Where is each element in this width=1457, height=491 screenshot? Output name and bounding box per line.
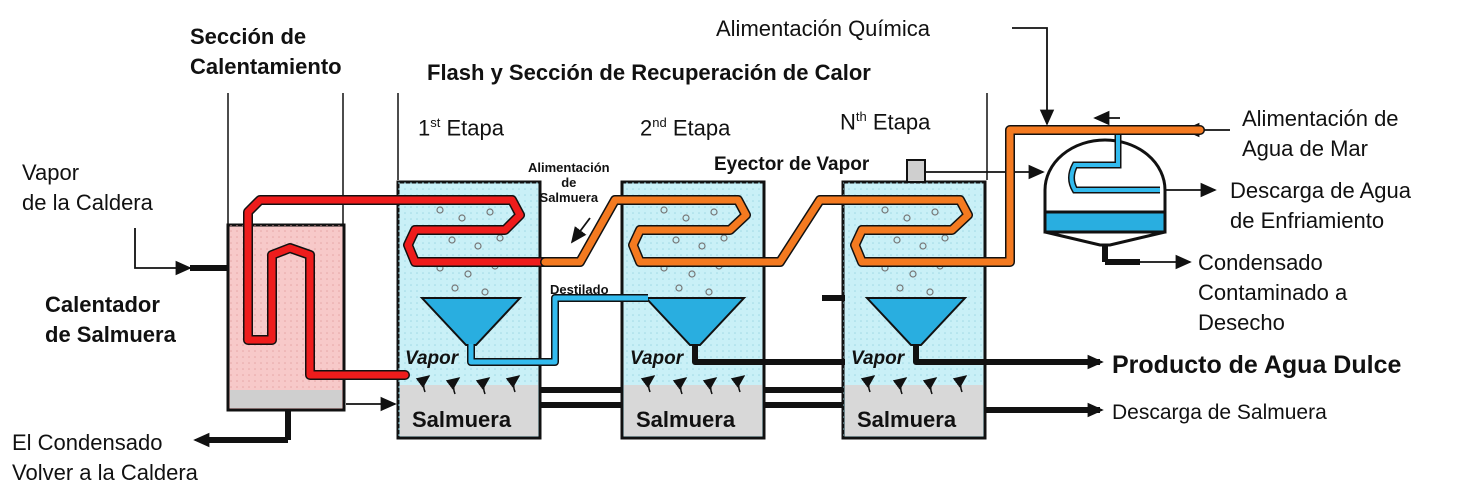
brine-heating-pipe	[243, 195, 550, 380]
distillate-pipes	[467, 294, 1100, 366]
stage-vessel-1	[396, 180, 542, 440]
vapor-arrows	[415, 375, 968, 395]
vapor-label-2: Vapor	[630, 348, 684, 369]
stage-n-label: Nth Etapa	[840, 109, 931, 135]
vapor-label-3: Vapor	[851, 348, 905, 369]
section-divider-lines	[227, 93, 988, 230]
stage-1-label: 1st Etapa	[418, 115, 504, 141]
steam-ejector	[906, 159, 926, 183]
heat-recovery-pipe	[540, 125, 1205, 267]
distillate-label: Destilado	[550, 282, 609, 297]
stage-2-label: 2nd Etapa	[640, 115, 731, 141]
vent-condenser	[1043, 132, 1167, 247]
distillate-trays	[419, 297, 968, 346]
brine-label-1: Salmuera	[412, 407, 512, 432]
steam-ejector-label: Eyector de Vapor	[714, 154, 870, 175]
brine-label-3: Salmuera	[857, 407, 957, 432]
thin-arrows	[134, 27, 1230, 448]
chemical-feed-label: Alimentación Química	[716, 16, 930, 41]
brine-label-2: Salmuera	[636, 407, 736, 432]
flash-section-label: Flash y Sección de Recuperación de Calor	[427, 60, 871, 85]
vapor-label-1: Vapor	[405, 348, 459, 369]
fresh-water-product-label: Producto de Agua Dulce	[1112, 351, 1402, 379]
brine-discharge-label: Descarga de Salmuera	[1112, 401, 1327, 424]
